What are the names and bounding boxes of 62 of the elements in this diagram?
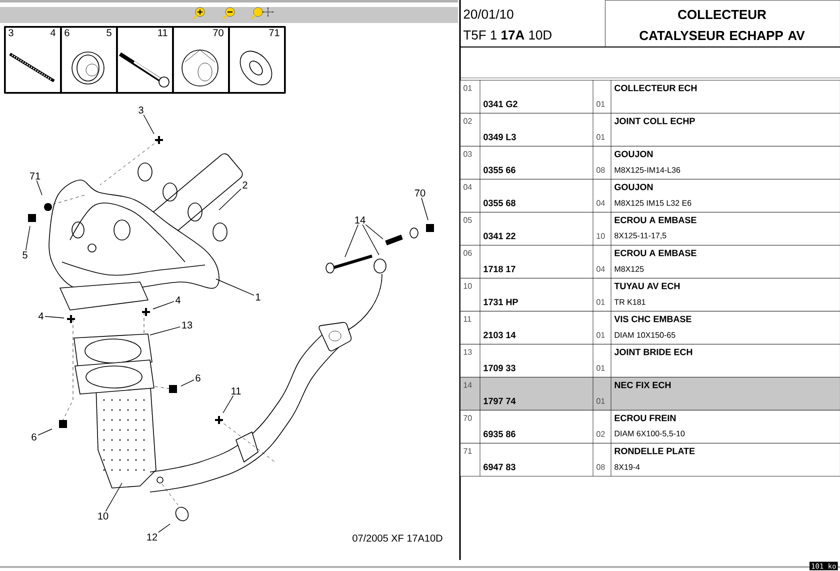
parts-row: 02 0349 L3 01 JOINT COLL ECHP: [460, 112, 840, 146]
callout-number: 4: [175, 296, 180, 304]
leader-line: [421, 197, 428, 220]
callout-number: 2: [242, 182, 248, 188]
leader-line: [180, 380, 194, 386]
part-thumbnail: 3 4: [4, 26, 62, 94]
callout-number: 11: [232, 388, 241, 394]
part-thumbnail: 6 5: [60, 26, 118, 94]
callout-number: 4: [38, 312, 44, 320]
parts-row: 03 0355 66 08 GOUJON M8X125-IM14-L36: [460, 146, 840, 180]
callout-number: 12: [147, 534, 158, 540]
callout-number: 71: [30, 172, 40, 180]
parts-row: 01 0341 G2 01 COLLECTEUR ECH: [460, 80, 840, 114]
part-thumbnail: 70: [172, 26, 230, 94]
parts-row: 13 1709 33 01 JOINT BRIDE ECH: [460, 344, 840, 378]
node-label: 1731 HP: [484, 298, 518, 306]
leader-line: [365, 224, 384, 240]
leader-line: [25, 226, 30, 251]
leader-line: [158, 524, 170, 533]
node-label: 10: [464, 283, 472, 289]
leader-line: [150, 326, 181, 336]
part-thumbnail: 71: [228, 26, 286, 94]
node-label: TR K181: [614, 299, 646, 305]
leader-line: [38, 428, 52, 436]
node-label: 11: [464, 316, 472, 322]
node-label: VIS CHC EMBASE: [614, 316, 692, 322]
callout-number: 14: [355, 216, 366, 224]
leader-line: [362, 224, 380, 256]
parts-row: 10 1731 HP 01 TUYAU AV ECH TR K181: [460, 278, 840, 312]
drawing-reference: 07/2005 XF 17A10D: [352, 534, 442, 542]
callout-number: 6: [196, 374, 200, 382]
parts-row: 06 1718 17 04 ECROU A EMBASE M8X125: [460, 244, 840, 278]
node-label: 01: [596, 332, 605, 338]
parts-row: 04 0355 68 04 GOUJON M8X125 IM15 L32 E6: [460, 178, 840, 212]
callout-number: 6: [32, 433, 36, 441]
header-cell: 20/01/10 T5F 1 17A 10D: [464, 9, 552, 40]
callout-number: 70: [414, 189, 426, 197]
callout-number: 13: [182, 321, 192, 329]
leader-line: [218, 188, 242, 210]
leader-line: [222, 395, 234, 414]
leader-line: [152, 301, 174, 310]
node-label: DIAM 10X150-65: [614, 332, 676, 338]
callout-number: 5: [22, 252, 28, 258]
callout-number: 3: [138, 106, 144, 114]
node-label: 01: [596, 299, 605, 305]
callout-number: 10: [98, 512, 108, 520]
parts-row: 70 6935 86 02 ECROU FREIN DIAM 6X100-5,5-10: [460, 410, 840, 444]
callout-number: 1: [256, 294, 260, 300]
leader-line: [44, 316, 64, 318]
part-thumbnail: 11: [116, 26, 174, 94]
parts-row: 05 0341 22 10 ECROU A EMBASE 8X125-11-17,5: [460, 212, 840, 246]
leader-line: [36, 180, 42, 196]
parts-row: 71 6947 83 08 RONDELLE PLATE 8X19-4: [460, 442, 840, 476]
parts-row: 14 1797 74 01 NEC FIX ECH: [460, 376, 840, 410]
title-cell: COLLECTEUR CATALYSEUR ECHAPP AV: [605, 0, 840, 48]
leader-line: [216, 278, 254, 296]
leader-line: [105, 482, 122, 512]
node-label: TUYAU AV ECH: [614, 282, 680, 290]
leader-line: [143, 114, 154, 134]
leader-line: [344, 224, 358, 258]
parts-row: 11 2103 14 01 VIS CHC EMBASE DIAM 10X150-65: [460, 310, 840, 344]
node-label: 2103 14: [484, 332, 516, 338]
